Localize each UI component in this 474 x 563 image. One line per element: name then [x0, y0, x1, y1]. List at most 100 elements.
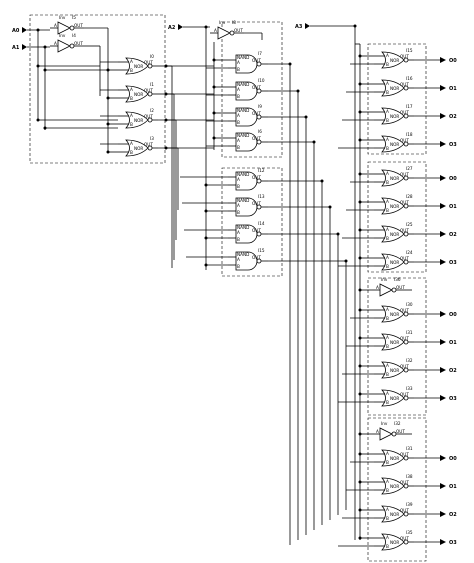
gate-name: I15	[258, 248, 265, 253]
nand-gate-body	[235, 54, 258, 74]
nor-pin-a: A	[386, 171, 389, 176]
gate-name: I8	[232, 20, 236, 25]
nor-out-text: OUT	[144, 114, 153, 119]
nor-text: NOR	[390, 484, 399, 489]
nor-pin-b: B	[386, 544, 389, 549]
gate-name: I9	[258, 104, 262, 109]
nand-pin-b: B	[237, 237, 240, 242]
nor-out-text: OUT	[400, 256, 409, 261]
output-pin-arrow	[440, 395, 446, 401]
nor-out-text: OUT	[144, 142, 153, 147]
gate-name: I39	[406, 502, 413, 507]
inverter-type: Inv	[381, 277, 388, 282]
output-pin-label: O2	[449, 114, 457, 120]
gate-name: I35	[406, 530, 413, 535]
gate-name: I31	[406, 330, 413, 335]
gate-name: I16	[406, 76, 413, 81]
output-pin-label: O1	[449, 204, 457, 210]
nand-text: NAND	[237, 133, 249, 138]
nor-text: NOR	[390, 512, 399, 517]
nand-pin-a: A	[237, 177, 240, 182]
nor-pin-a: A	[130, 141, 133, 146]
nor-pin-b: B	[386, 236, 389, 241]
nor-gate-body	[381, 389, 405, 407]
nor-text: NOR	[390, 176, 399, 181]
nor-out-text: OUT	[400, 536, 409, 541]
nor-gate-body	[381, 169, 405, 187]
nor-text: NOR	[390, 86, 399, 91]
gate-name: I1	[150, 82, 154, 87]
junction-dot	[212, 58, 216, 62]
nor-gate-body	[381, 253, 405, 271]
output-pin-label: O0	[449, 312, 457, 318]
gate-name: I14	[258, 221, 265, 226]
nand-out-text: OUT	[252, 111, 261, 116]
module-box	[367, 417, 427, 562]
nand-out-text: OUT	[252, 255, 261, 260]
nand-gate-body	[235, 81, 258, 101]
nor-pin-b: B	[386, 180, 389, 185]
nor-pin-b: B	[386, 372, 389, 377]
nand-text: NAND	[237, 108, 249, 113]
junction-dot	[204, 209, 208, 213]
gate-name: I31	[406, 446, 413, 451]
nor-pin-b: B	[386, 516, 389, 521]
module-box	[221, 167, 283, 277]
nand-out-text: OUT	[252, 228, 261, 233]
nor-gate-body	[381, 197, 405, 215]
nor-gate-body	[381, 107, 405, 125]
nor-pin-b: B	[386, 62, 389, 67]
nor-text: NOR	[390, 340, 399, 345]
output-pin-label: O3	[449, 396, 457, 402]
nor-text: NOR	[390, 312, 399, 317]
inverter-out-text: OUT	[74, 41, 83, 46]
junction-dot	[106, 96, 110, 100]
nor-text: NOR	[390, 396, 399, 401]
nor-pin-a: A	[386, 53, 389, 58]
gate-name: I0	[150, 54, 154, 59]
nor-pin-b: B	[130, 150, 133, 155]
nor-pin-b: B	[386, 264, 389, 269]
nor-pin-b: B	[386, 460, 389, 465]
nand-out-text: OUT	[252, 175, 261, 180]
inverter-pin: A	[376, 285, 379, 290]
nand-pin-a: A	[237, 87, 240, 92]
junction-dot	[212, 85, 216, 89]
input-pin-arrow	[22, 27, 27, 33]
nor-out-text: OUT	[400, 172, 409, 177]
input-pin-arrow	[178, 24, 183, 30]
junction-dot	[106, 122, 110, 126]
output-pin-label: O1	[449, 340, 457, 346]
nor-pin-b: B	[130, 96, 133, 101]
module-box	[221, 21, 283, 158]
output-pin-arrow	[440, 231, 446, 237]
nor-gate-body	[381, 533, 405, 551]
output-pin-arrow	[440, 57, 446, 63]
nand-gate-body	[235, 107, 258, 127]
gate-name: I6	[258, 129, 262, 134]
nand-out-text: OUT	[252, 85, 261, 90]
nor-pin-b: B	[386, 344, 389, 349]
nor-text: NOR	[390, 142, 399, 147]
nor-text: NOR	[390, 204, 399, 209]
nor-text: NOR	[134, 92, 143, 97]
output-pin-label: O3	[449, 142, 457, 148]
junction-dot	[204, 263, 208, 267]
nor-out-text: OUT	[400, 138, 409, 143]
nor-pin-a: A	[386, 535, 389, 540]
wires	[27, 24, 440, 547]
nand-pin-b: B	[237, 67, 240, 72]
junction-dot	[43, 68, 47, 72]
nand-pin-b: B	[237, 145, 240, 150]
nor-gate-body	[125, 111, 149, 129]
nor-pin-b: B	[386, 488, 389, 493]
output-pin-label: O3	[449, 540, 457, 546]
nor-out-text: OUT	[400, 54, 409, 59]
